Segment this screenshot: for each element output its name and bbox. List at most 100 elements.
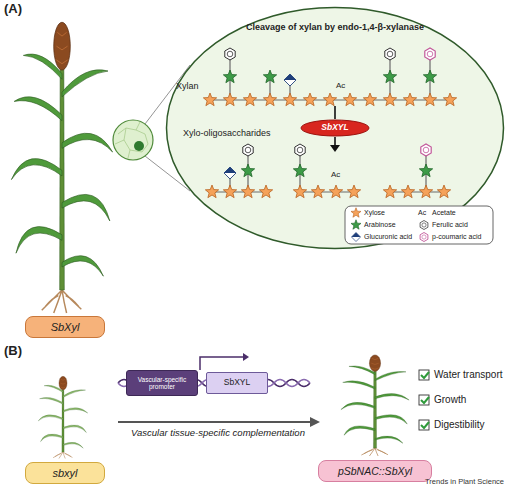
check-mark: [421, 372, 429, 378]
check-mark: [421, 422, 429, 428]
xylose: [241, 185, 254, 198]
glucuronic-acid: [284, 74, 296, 86]
xylose: [243, 93, 256, 106]
oligo-backbone: [212, 191, 266, 192]
node-text: SbXYL: [321, 123, 348, 133]
glycosidic-bonds: [210, 54, 450, 192]
arrow-head: [310, 417, 320, 427]
xylose: [343, 93, 356, 106]
xylose: [303, 93, 316, 106]
ferulic-acid: [225, 48, 235, 60]
xylose: [329, 185, 342, 198]
stem-cross-section: [113, 120, 153, 160]
xylose: [403, 93, 416, 106]
wild-type-plant: [11, 22, 112, 313]
vascular-bundle: [134, 141, 144, 151]
legend-entry: Acetate: [432, 209, 456, 217]
xylose: [223, 185, 236, 198]
xylose: [323, 93, 336, 106]
legend-sample: [351, 220, 361, 229]
xylose: [293, 185, 306, 198]
branch-bond: [299, 150, 300, 192]
ferulic-acid: [385, 48, 395, 60]
gene-box: SbXYL: [206, 372, 268, 394]
enzyme-ellipse: SbXYL: [300, 119, 370, 137]
xylose: [383, 93, 396, 106]
transcription-arrow: [200, 357, 243, 370]
xylose: [423, 93, 436, 106]
xylan-backbone: [210, 99, 450, 100]
legend-sample: [352, 233, 361, 242]
trait-label: Digestibility: [434, 419, 485, 431]
complemented-plant: [341, 355, 409, 456]
arabinose: [241, 164, 254, 177]
cleavage-arrow: [334, 106, 336, 119]
node-text: pSbNAC::SbXyl: [338, 465, 412, 477]
branch-bond: [429, 54, 430, 100]
legend-text: Xylose: [364, 209, 385, 217]
check-mark: [421, 397, 429, 403]
arrow-head: [243, 353, 249, 361]
node-text: Cleavage of xylan by endo-1,4-β-xylanase: [246, 22, 424, 32]
legend-sample: [420, 233, 428, 242]
branch-bond: [289, 80, 290, 100]
arabinose: [293, 164, 306, 177]
legend-text: Arabinose: [364, 221, 396, 229]
glucuronic-acid: [224, 167, 236, 179]
trait-label: Water transport: [434, 369, 503, 381]
legend-text: p-coumaric acid: [432, 233, 481, 241]
checkbox: [419, 370, 429, 380]
legend-entry: Arabinose: [364, 221, 396, 229]
legend-entry: Glucuronic acid: [364, 233, 412, 241]
legend-entry: p-coumaric acid: [432, 233, 481, 241]
branch-bond: [425, 150, 426, 192]
legend-text: Ferulic acid: [432, 221, 468, 229]
ferulic-acid: [243, 144, 253, 156]
legend-sample: [420, 221, 428, 230]
genotype-box: SbXyl: [25, 316, 105, 338]
genotype-box: sbxyl: [25, 462, 105, 484]
xylose: [263, 93, 276, 106]
xylose: [205, 185, 218, 198]
legend-sample: [351, 208, 361, 217]
genotype-box: pSbNAC::SbXyl: [318, 460, 432, 482]
acetate-mark: Ac: [336, 81, 345, 90]
legend-sample: Ac: [418, 209, 426, 217]
xylose: [223, 93, 236, 106]
coumaric-acid: [421, 144, 431, 156]
xylose: [443, 93, 456, 106]
arrow-label: Vascular tissue-specific complementation: [113, 428, 323, 439]
node-text: Vascular-specific promoter: [130, 376, 194, 390]
branch-bond: [389, 54, 390, 100]
xylose: [437, 185, 450, 198]
oligo-backbone: [300, 191, 354, 192]
xylose: [259, 185, 272, 198]
legend-text: Glucuronic acid: [364, 233, 412, 241]
panel-label: (B): [4, 344, 22, 359]
xylose: [347, 185, 360, 198]
oligo-backbone: [390, 191, 444, 192]
checkbox: [419, 395, 429, 405]
xylose: [419, 185, 432, 198]
node-text: SbXyl: [51, 321, 80, 334]
coumaric-acid: [425, 48, 435, 60]
complementation-arrow: [118, 421, 312, 423]
node-text: sbxyl: [52, 467, 77, 480]
trait-label: Growth: [434, 394, 466, 406]
branch-bond: [229, 173, 230, 192]
arabinose: [263, 70, 276, 83]
node-text: SbXYL: [224, 378, 250, 388]
legend-entry: Ferulic acid: [432, 221, 468, 229]
arabinose: [223, 70, 236, 83]
checkbox: [419, 420, 429, 430]
ellipse-shape: [167, 8, 504, 249]
mutant-plant: [38, 376, 88, 458]
journal-credit: Trends in Plant Science: [400, 478, 504, 487]
xylose: [311, 185, 324, 198]
promoter-box: Vascular-specific promoter: [126, 370, 198, 396]
ferulic-acid: [295, 144, 305, 156]
legend-text: Acetate: [432, 209, 456, 217]
